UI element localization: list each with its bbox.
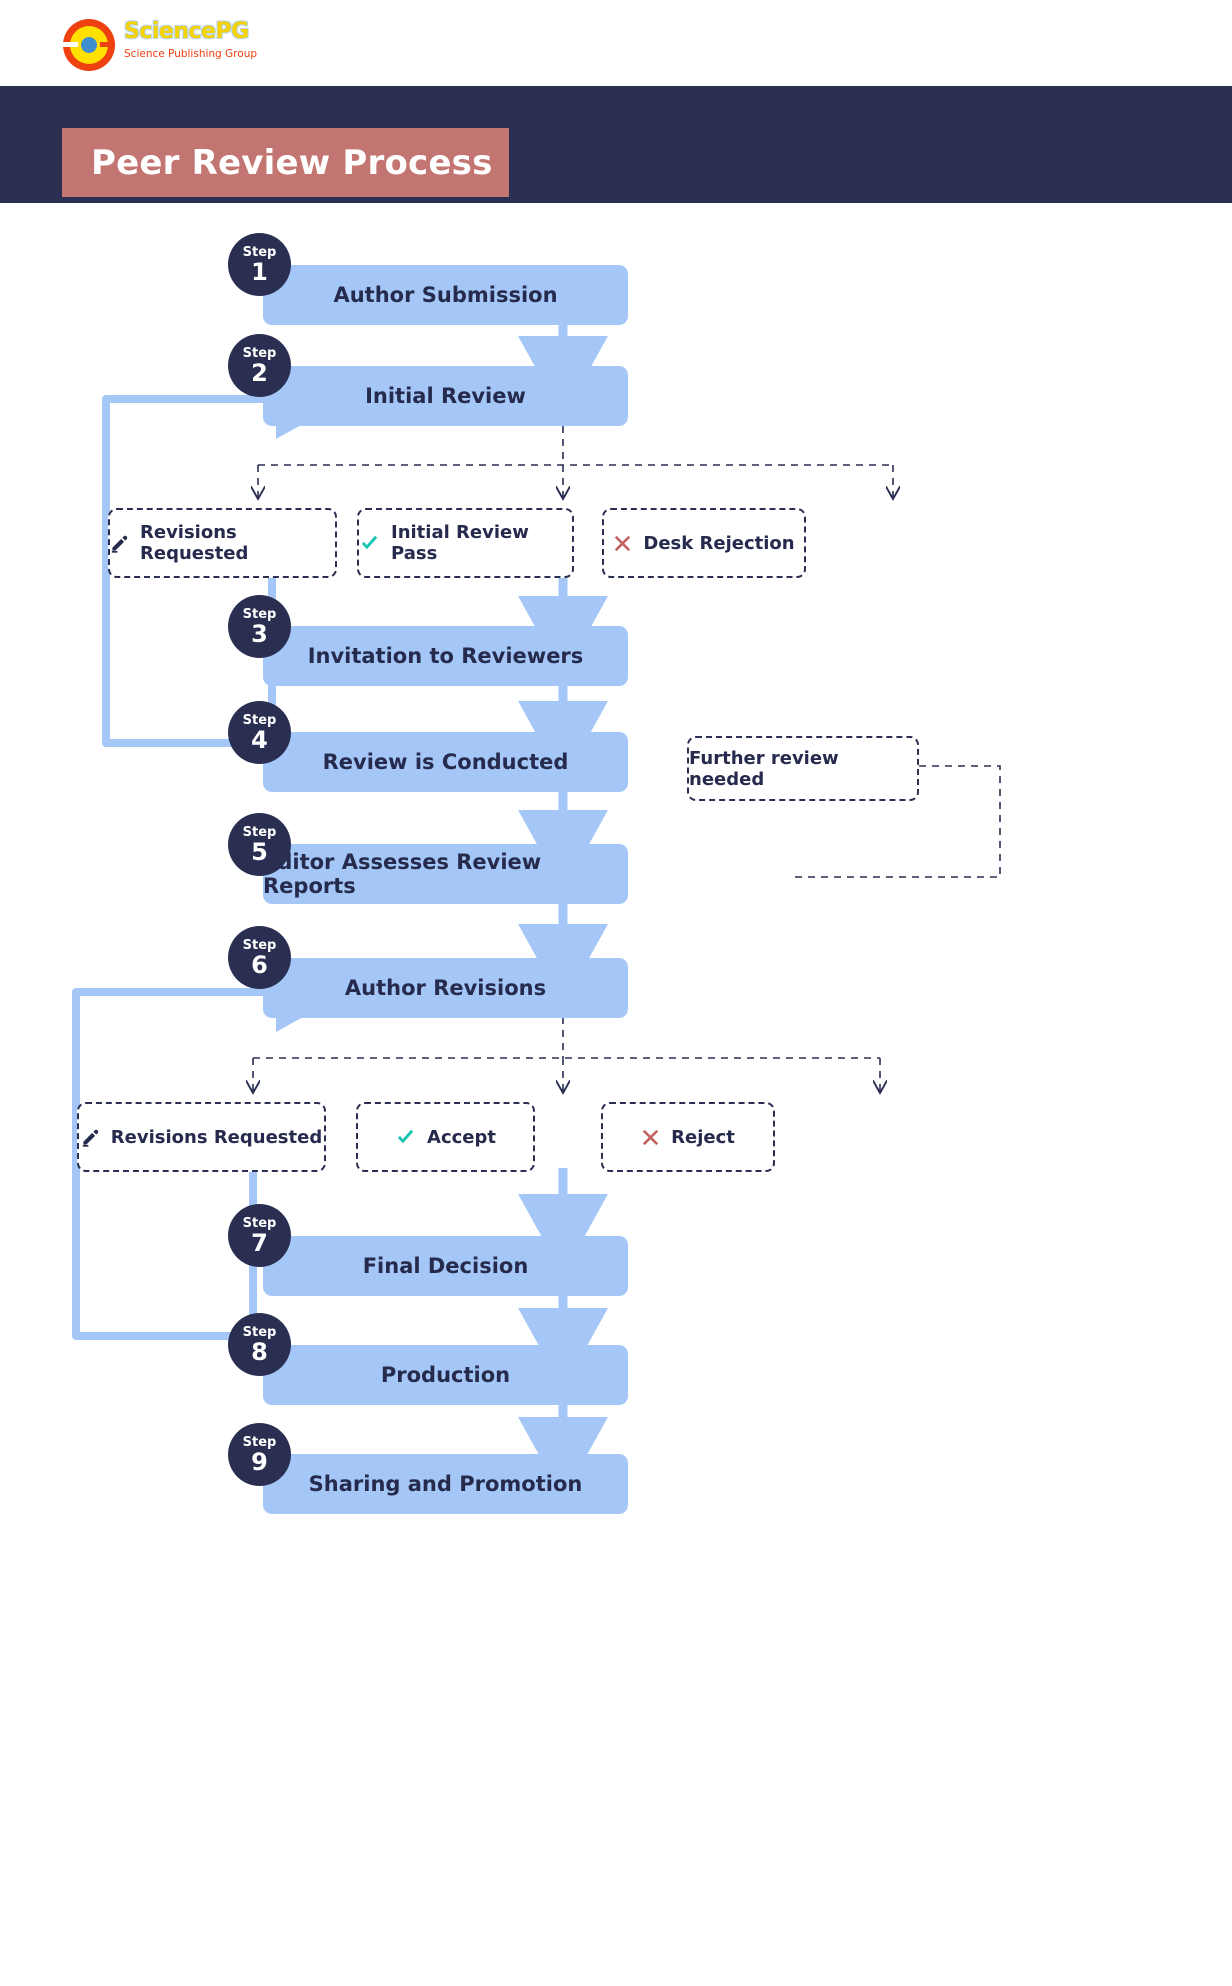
step-badge-1[interactable]: Step 1 [228, 233, 291, 296]
step-badge-label: Step [242, 937, 277, 953]
page-title-box: Peer Review Process [62, 128, 509, 197]
page-title: Peer Review Process [91, 142, 493, 183]
logo-wordmark: SciencePG [124, 19, 249, 44]
step-node-label: Final Decision [362, 1254, 529, 1278]
step-node-label: Author Revisions [344, 976, 547, 1000]
step-badge-number: 4 [251, 725, 268, 754]
flowchart-canvas: Step 1 Author Submission Step 2 Initial … [0, 203, 1232, 1986]
cross-icon [613, 534, 632, 553]
decision-chip-label: Revisions Requested [110, 1126, 323, 1148]
step-badge-8[interactable]: Step 8 [228, 1313, 291, 1376]
step-node-9[interactable]: Sharing and Promotion [263, 1454, 628, 1514]
logo-wordmark-block: SciencePG Science Publishing Group [124, 20, 284, 61]
step-badge-number: 8 [251, 1337, 268, 1366]
decision-chip-label: Initial Review Pass [391, 522, 529, 564]
sciencepg-logo: SciencePG Science Publishing Group [62, 16, 282, 74]
step-node-label: Production [380, 1363, 511, 1387]
step-node-4[interactable]: Review is Conducted [263, 732, 628, 792]
step-node-label: Sharing and Promotion [308, 1472, 583, 1496]
step-node-label: Review is Conducted [322, 750, 569, 774]
step-badge-number: 5 [251, 837, 268, 866]
step-badge-3[interactable]: Step 3 [228, 595, 291, 658]
decision-chip-label: Reject [671, 1126, 735, 1148]
step-node-2[interactable]: Initial Review [263, 366, 628, 426]
step-badge-label: Step [242, 345, 277, 361]
step-badge-9[interactable]: Step 9 [228, 1423, 291, 1486]
step-node-label: Invitation to Reviewers [307, 644, 584, 668]
pencil-icon [81, 1128, 100, 1147]
brand-header: SciencePG Science Publishing Group [0, 0, 1232, 86]
decision-chip-revisions-requested-b[interactable]: Revisions Requested [77, 1102, 326, 1172]
decision-chip-label: Revisions Requested [140, 522, 249, 564]
step-badge-7[interactable]: Step 7 [228, 1204, 291, 1267]
step-badge-label: Step [242, 1324, 277, 1340]
step-node-3[interactable]: Invitation to Reviewers [263, 626, 628, 686]
step-badge-label: Step [242, 1215, 277, 1231]
step-badge-label: Step [242, 712, 277, 728]
step-badge-4[interactable]: Step 4 [228, 701, 291, 764]
decision-chip-accept[interactable]: Accept [356, 1102, 535, 1172]
step-badge-6[interactable]: Step 6 [228, 926, 291, 989]
step-node-7[interactable]: Final Decision [263, 1236, 628, 1296]
flow-connectors [72, 325, 1001, 1498]
decision-chip-label: Accept [427, 1126, 496, 1148]
step-node-1[interactable]: Author Submission [263, 265, 628, 325]
step-badge-label: Step [242, 824, 277, 840]
step-badge-2[interactable]: Step 2 [228, 334, 291, 397]
step-badge-number: 6 [251, 950, 268, 979]
step-badge-number: 1 [251, 257, 268, 286]
decision-chip-desk-rejection[interactable]: Desk Rejection [602, 508, 806, 578]
check-icon [395, 1127, 416, 1148]
pencil-icon [110, 534, 129, 553]
step-badge-label: Step [242, 1434, 277, 1450]
step-node-label: Author Submission [333, 283, 558, 307]
decision-chip-label: Desk Rejection [643, 532, 795, 554]
step-badge-number: 3 [251, 619, 268, 648]
decision-chip-initial-review-pass[interactable]: Initial Review Pass [357, 508, 574, 578]
step-node-6[interactable]: Author Revisions [263, 958, 628, 1018]
step-node-8[interactable]: Production [263, 1345, 628, 1405]
logo-tagline: Science Publishing Group [124, 48, 258, 60]
cross-icon [641, 1128, 660, 1147]
side-note-further-review-needed[interactable]: Further review needed [687, 736, 919, 801]
step-node-label: Initial Review [365, 384, 526, 408]
step-node-label: Editor Assesses Review Reports [263, 850, 542, 898]
step-badge-number: 7 [251, 1228, 268, 1257]
step-node-5[interactable]: Editor Assesses Review Reports [263, 844, 628, 904]
decision-chip-revisions-requested-a[interactable]: Revisions Requested [108, 508, 337, 578]
side-note-label: Further review needed [689, 747, 839, 790]
check-icon [359, 533, 380, 554]
step-badge-label: Step [242, 244, 277, 260]
step-badge-number: 2 [251, 358, 268, 387]
step-badge-label: Step [242, 606, 277, 622]
step-badge-5[interactable]: Step 5 [228, 813, 291, 876]
step-badge-number: 9 [251, 1447, 268, 1476]
sciencepg-circle-logo [63, 19, 115, 71]
decision-chip-reject[interactable]: Reject [601, 1102, 775, 1172]
